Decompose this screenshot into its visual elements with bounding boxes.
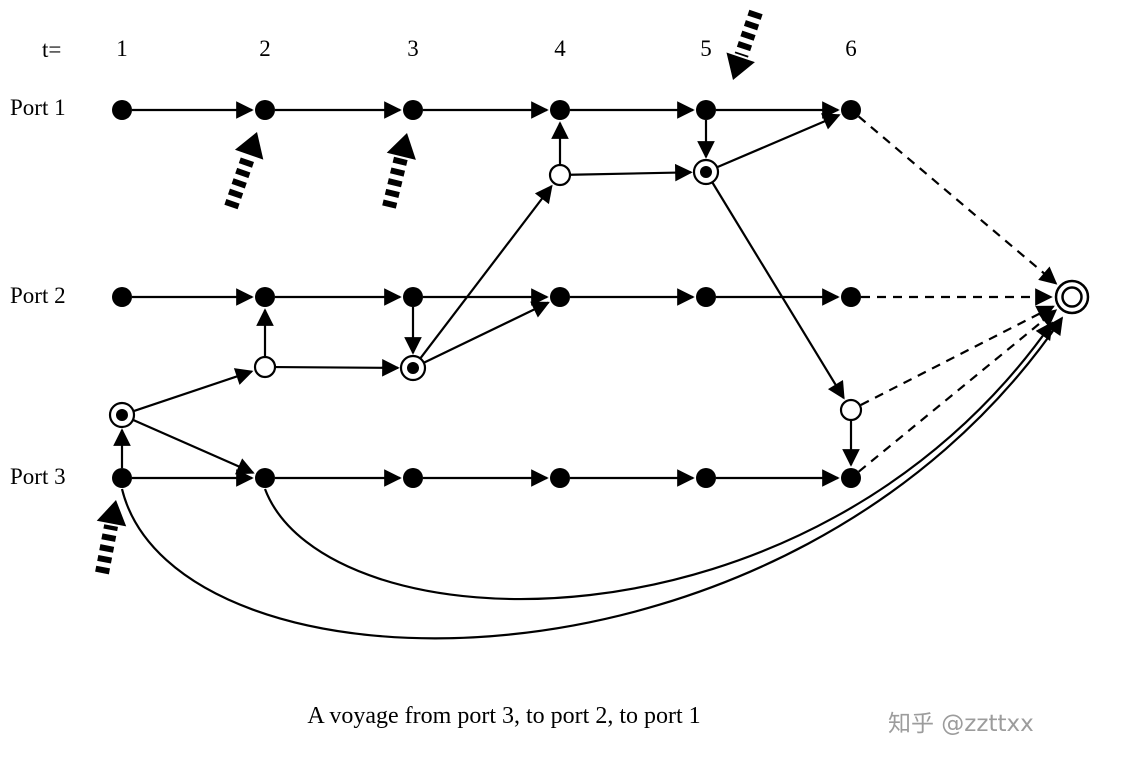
- node-p2t3: [403, 287, 423, 307]
- node-p2t1: [112, 287, 132, 307]
- node-p3t5: [696, 468, 716, 488]
- time-axis-label: t=: [42, 37, 62, 62]
- figure-caption: A voyage from port 3, to port 2, to port…: [307, 703, 701, 729]
- striped-shaft: [95, 524, 118, 575]
- node-a4: [548, 163, 572, 187]
- node-p3t2: [255, 468, 275, 488]
- time-tick-4: 4: [554, 36, 566, 61]
- node-p3t1: [112, 468, 132, 488]
- edge-b3-to-p2t4: [423, 301, 550, 364]
- return-arc-inner: [263, 321, 1054, 601]
- time-tick-6: 6: [845, 36, 857, 61]
- striped-shaft: [382, 156, 408, 209]
- node-b2: [253, 355, 277, 379]
- time-tick-1: 1: [116, 36, 128, 61]
- node-p1t2: [255, 100, 275, 120]
- striped-shaft: [734, 9, 763, 58]
- node-p1t3: [403, 100, 423, 120]
- node-p3t4: [550, 468, 570, 488]
- time-tick-2: 2: [259, 36, 271, 61]
- striped-shaft: [224, 154, 256, 210]
- node-p2t4: [550, 287, 570, 307]
- edge-c1-to-b2: [133, 368, 254, 413]
- highlight-arrow-t5: [726, 9, 763, 80]
- edge-c6-to-sink: [860, 305, 1055, 406]
- watermark: 知乎 @zzttxx: [888, 711, 1034, 737]
- striped-arrowhead: [234, 132, 264, 160]
- edge-b3-to-a4: [419, 184, 553, 360]
- node-p2t2: [255, 287, 275, 307]
- edge-a5-to-c6: [711, 181, 845, 400]
- node-a5: [692, 158, 720, 186]
- node-p1t6: [841, 100, 861, 120]
- time-tick-5: 5: [700, 36, 712, 61]
- return-arc-outer: [120, 316, 1063, 640]
- port-2-label: Port 2: [10, 283, 66, 308]
- time-tick-3: 3: [407, 36, 419, 61]
- port-1-label: Port 1: [10, 95, 66, 120]
- highlight-arrow-port1-t2: [224, 132, 264, 210]
- node-p2t6: [841, 287, 861, 307]
- edge-a5-to-p1t6: [716, 113, 841, 169]
- highlight-arrow-port3-t1: [95, 500, 127, 575]
- edge-a4-to-a5: [570, 163, 693, 182]
- node-c6: [839, 398, 863, 422]
- node-p2t5: [696, 287, 716, 307]
- node-c1: [108, 401, 136, 429]
- edge-b2-to-b3: [275, 358, 400, 377]
- edge-c1-to-p3t2: [132, 418, 255, 475]
- edge-p1t6-to-sink: [857, 115, 1058, 285]
- node-p3t3: [403, 468, 423, 488]
- node-sink: [1054, 279, 1090, 315]
- striped-arrowhead: [96, 500, 127, 527]
- node-p1t1: [112, 100, 132, 120]
- striped-arrowhead: [726, 52, 755, 80]
- node-p1t4: [550, 100, 570, 120]
- edge-p3t6-to-sink: [858, 309, 1058, 473]
- striped-arrowhead: [386, 133, 416, 160]
- node-p3t6: [841, 468, 861, 488]
- port-3-label: Port 3: [10, 464, 66, 489]
- node-b3: [399, 354, 427, 382]
- node-p1t5: [696, 100, 716, 120]
- highlight-arrow-port1-t3: [382, 133, 416, 209]
